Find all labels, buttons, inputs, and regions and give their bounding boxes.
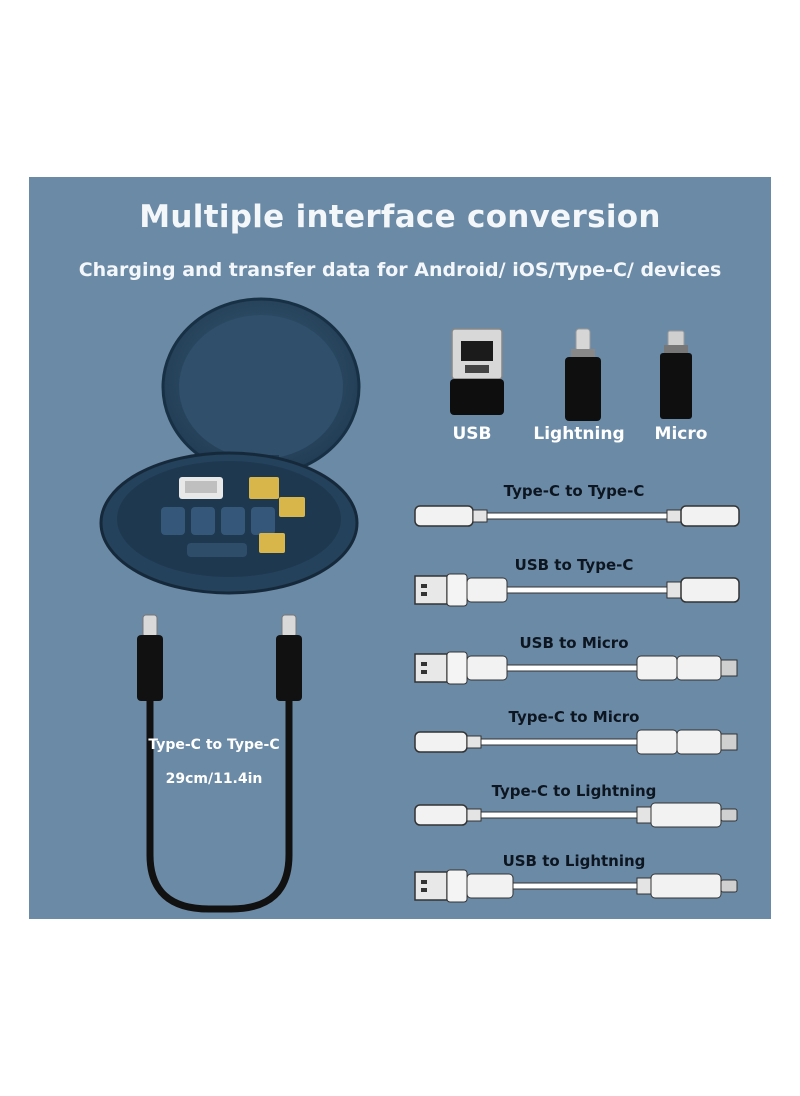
micro-adapter-icon [660,330,692,419]
adapter-label-micro: Micro [654,424,708,444]
storage-case-icon [99,297,361,595]
short-cable-label: Type-C to Type-C [148,737,280,753]
lightning-adapter-icon [565,328,601,421]
cable-type-c-to-micro-icon [414,729,738,755]
cable-type-c-to-type-c-icon [414,505,740,527]
cable-label-1: Type-C to Type-C [503,482,645,500]
cable-usb-to-type-c-icon [414,573,740,607]
adapter-label-lightning: Lightning [533,424,625,444]
short-cable-length: 29cm/11.4in [165,771,263,787]
cable-label-6: USB to Lightning [502,852,646,870]
adapter-label-usb: USB [452,424,492,444]
product-panel: Multiple interface conversion Charging a… [29,177,771,919]
cable-label-2: USB to Type-C [514,556,634,574]
cable-label-3: USB to Micro [519,634,629,652]
short-cable-icon [137,614,302,913]
cable-usb-to-micro-icon [414,651,738,685]
cable-usb-to-lightning-icon [414,869,738,903]
usb-adapter-icon [450,328,504,415]
cable-label-4: Type-C to Micro [508,708,640,726]
cable-type-c-to-lightning-icon [414,802,738,828]
page-title: Multiple interface conversion [139,199,661,235]
cable-label-5: Type-C to Lightning [491,782,657,800]
page-subtitle: Charging and transfer data for Android/ … [78,259,722,281]
